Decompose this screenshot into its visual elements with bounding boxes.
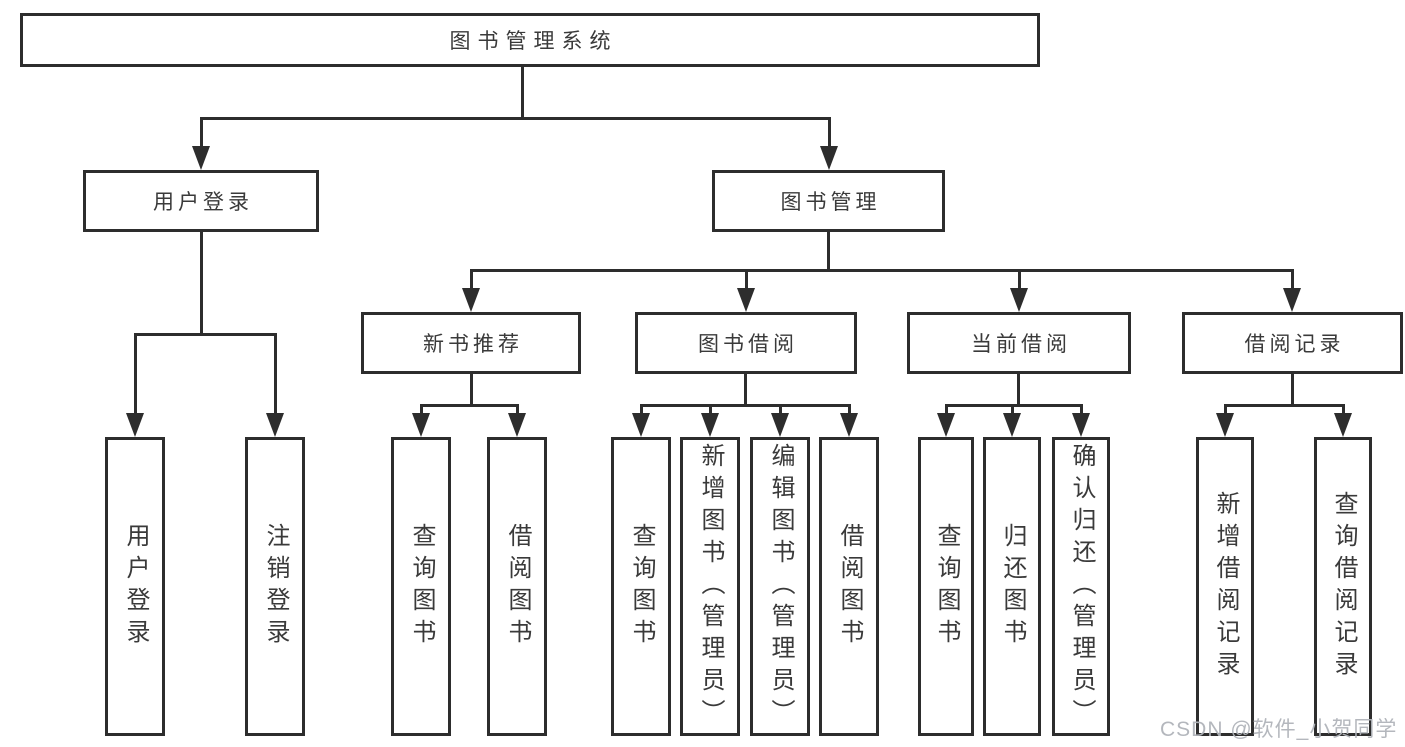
arrow-down-icon [737,288,755,312]
node-book-management: 图书管理 [712,170,945,232]
node-book-borrow: 图书借阅 [635,312,857,374]
node-leaf-query-borrow-record: 查询借阅记录 [1314,437,1372,736]
connector-user-login-branch [134,333,277,336]
connector-borrow-records-stem [1291,374,1294,407]
node-label: 新书推荐 [423,333,523,356]
connector-new-book-stem [470,374,473,407]
connector-drop-leaf [709,404,712,417]
arrow-down-icon [508,413,526,437]
connector-borrow-records-branch [1224,404,1344,407]
connector-drop-leaf [1342,404,1345,417]
node-label: 编辑图书（管理员） [767,442,794,731]
node-label: 当前借阅 [971,333,1071,356]
node-leaf-query-books-current: 查询图书 [918,437,974,736]
connector-new-book-branch [420,404,518,407]
connector-level2-branch [200,117,831,120]
node-label: 用户登录 [153,191,253,214]
node-user-login: 用户登录 [83,170,319,232]
arrow-down-icon [412,413,430,437]
connector-current-borrow-stem [1017,374,1020,407]
node-leaf-user-login: 用户登录 [105,437,165,736]
connector-drop-leaf [779,404,782,417]
arrow-down-icon [820,146,838,170]
node-new-book-recommend: 新书推荐 [361,312,581,374]
connector-drop-leaf [945,404,948,417]
node-label: 查询图书 [408,522,435,651]
node-label: 借阅记录 [1244,333,1345,356]
connector-user-login-stem [200,232,203,336]
arrow-down-icon [1003,413,1021,437]
arrow-down-icon [701,413,719,437]
connector-drop-leaf [1224,404,1227,417]
node-label: 借阅图书 [836,522,863,651]
connector-drop-borrow-records [1291,269,1294,291]
arrow-down-icon [1010,288,1028,312]
connector-book-borrow-branch [640,404,850,407]
connector-drop-leaf [420,404,423,417]
node-label: 用户登录 [122,522,149,651]
arrow-down-icon [1334,413,1352,437]
node-label: 新增图书（管理员） [697,442,724,731]
node-leaf-borrow-books: 借阅图书 [819,437,879,736]
arrow-down-icon [266,413,284,437]
arrow-down-icon [1072,413,1090,437]
node-label: 查询图书 [628,522,655,651]
connector-drop-leaf-user-login [134,333,137,415]
connector-drop-current-borrow [1018,269,1021,291]
connector-drop-leaf [1080,404,1083,417]
node-root-library-system: 图书管理系统 [20,13,1040,67]
node-current-borrow: 当前借阅 [907,312,1131,374]
connector-drop-user-login [200,117,203,149]
connector-drop-leaf [516,404,519,417]
arrow-down-icon [632,413,650,437]
arrow-down-icon [1283,288,1301,312]
node-label: 确认归还（管理员） [1068,442,1095,731]
node-label: 注销登录 [262,522,289,651]
node-leaf-edit-book-admin: 编辑图书（管理员） [750,437,810,736]
arrow-down-icon [1216,413,1234,437]
connector-root-stem [521,67,524,120]
node-label: 新增借阅记录 [1212,490,1239,683]
node-leaf-logout: 注销登录 [245,437,305,736]
csdn-watermark: CSDN @软件_小贺同学 [1160,718,1398,741]
connector-book-borrow-stem [744,374,747,407]
node-label: 图书管理系统 [449,30,618,53]
connector-drop-new-book-recommend [470,269,473,291]
node-label: 图书借阅 [698,333,798,356]
connector-drop-leaf [848,404,851,417]
connector-level3-branch [470,269,1294,272]
node-label: 借阅图书 [504,522,531,651]
connector-drop-leaf [640,404,643,417]
arrow-down-icon [840,413,858,437]
node-leaf-borrow-books-recommend: 借阅图书 [487,437,547,736]
node-leaf-add-borrow-record: 新增借阅记录 [1196,437,1254,736]
node-leaf-confirm-return-admin: 确认归还（管理员） [1052,437,1110,736]
connector-book-management-stem [827,232,830,272]
connector-drop-book-management [828,117,831,149]
arrow-down-icon [462,288,480,312]
connector-drop-leaf [1011,404,1014,417]
node-label: 图书管理 [780,191,881,214]
node-leaf-query-books-borrow: 查询图书 [611,437,671,736]
arrow-down-icon [126,413,144,437]
node-label: 查询借阅记录 [1330,490,1357,683]
node-label: 归还图书 [999,522,1026,651]
node-leaf-return-book: 归还图书 [983,437,1041,736]
node-leaf-query-books-recommend: 查询图书 [391,437,451,736]
node-label: 查询图书 [933,522,960,651]
arrow-down-icon [192,146,210,170]
connector-drop-leaf-logout [274,333,277,415]
node-leaf-add-book-admin: 新增图书（管理员） [680,437,740,736]
arrow-down-icon [937,413,955,437]
connector-drop-book-borrow [745,269,748,291]
node-borrow-records: 借阅记录 [1182,312,1403,374]
arrow-down-icon [771,413,789,437]
